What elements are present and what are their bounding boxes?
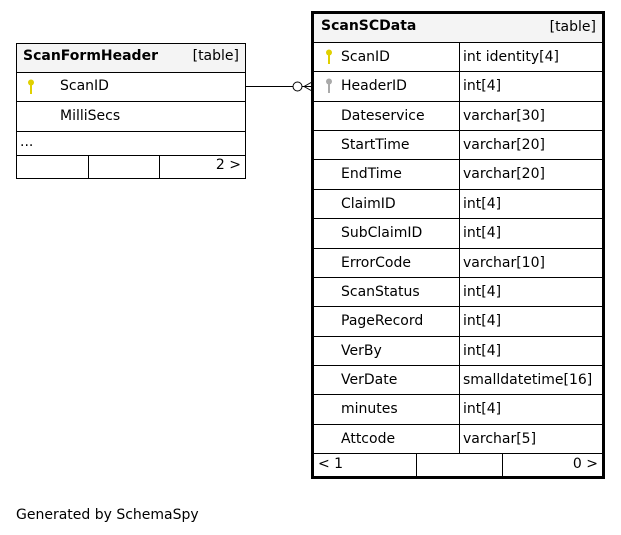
column-type: varchar[20]: [463, 166, 545, 183]
column-name: SubClaimID: [341, 225, 423, 242]
primary-key-icon: [28, 79, 34, 94]
column-name: ErrorCode: [341, 254, 411, 271]
column-row[interactable]: MilliSecs: [17, 101, 245, 131]
column-row[interactable]: SubClaimID int[4]: [314, 218, 602, 248]
column-name: Attcode: [341, 430, 396, 447]
column-row[interactable]: VerDate smalldatetime[16]: [314, 364, 602, 395]
parents-count[interactable]: < 1: [318, 456, 344, 472]
column-row[interactable]: minutes int[4]: [314, 394, 602, 424]
column-row[interactable]: HeaderID int[4]: [314, 71, 602, 101]
column-name: ScanID: [60, 78, 109, 94]
table-header: ScanFormHeader [table]: [17, 44, 245, 72]
column-type: int[4]: [463, 342, 502, 359]
foreign-key-icon: [326, 78, 332, 94]
column-name: StartTime: [341, 137, 410, 154]
table-type: [table]: [192, 48, 239, 64]
table-scanscdata[interactable]: ScanSCData [table] ScanID int identity[4]…: [311, 11, 605, 479]
children-count[interactable]: 2 >: [215, 157, 241, 173]
children-count[interactable]: 0 >: [572, 456, 598, 472]
table-header: ScanSCData [table]: [314, 14, 602, 42]
more-columns: ...: [17, 131, 245, 155]
column-row[interactable]: ErrorCode varchar[10]: [314, 247, 602, 277]
table-type: [table]: [549, 19, 596, 35]
table-footer: < 1 0 >: [314, 453, 602, 476]
column-type: int identity[4]: [463, 49, 559, 65]
column-name: ClaimID: [341, 195, 396, 212]
primary-key-icon: [326, 49, 332, 64]
column-name: ScanID: [341, 49, 390, 65]
column-name: MilliSecs: [60, 108, 121, 124]
column-row[interactable]: StartTime varchar[20]: [314, 130, 602, 160]
column-name: Dateservice: [341, 107, 425, 124]
column-name: minutes: [341, 401, 398, 418]
column-name: HeaderID: [341, 78, 407, 95]
column-type: smalldatetime[16]: [463, 371, 593, 388]
column-type: int[4]: [463, 313, 502, 330]
column-type: int[4]: [463, 283, 502, 300]
column-type: varchar[20]: [463, 137, 545, 154]
table-name: ScanFormHeader: [23, 48, 158, 64]
column-row[interactable]: Dateservice varchar[30]: [314, 100, 602, 131]
table-name: ScanSCData: [321, 18, 417, 34]
column-row[interactable]: EndTime varchar[20]: [314, 159, 602, 189]
column-type: int[4]: [463, 78, 502, 95]
column-type: varchar[10]: [463, 254, 545, 271]
column-name: PageRecord: [341, 313, 424, 330]
column-row[interactable]: Attcode varchar[5]: [314, 423, 602, 454]
column-row[interactable]: ClaimID int[4]: [314, 188, 602, 219]
column-row[interactable]: ScanID: [17, 72, 245, 101]
column-row[interactable]: ScanID int identity[4]: [314, 42, 602, 72]
table-footer: 2 >: [17, 155, 245, 178]
column-name: VerDate: [341, 371, 398, 388]
table-scanformheader[interactable]: ScanFormHeader [table] ScanID MilliSecs …: [16, 43, 246, 179]
column-name: ScanStatus: [341, 283, 420, 300]
column-name: VerBy: [341, 342, 382, 359]
ellipsis: ...: [20, 134, 34, 150]
column-name: EndTime: [341, 166, 402, 183]
column-row[interactable]: PageRecord int[4]: [314, 306, 602, 336]
column-type: varchar[5]: [463, 430, 537, 447]
column-type: varchar[30]: [463, 107, 545, 124]
column-type: int[4]: [463, 225, 502, 242]
column-row[interactable]: VerBy int[4]: [314, 335, 602, 365]
generated-by-label: Generated by SchemaSpy: [16, 507, 199, 523]
column-type: int[4]: [463, 401, 502, 418]
column-row[interactable]: ScanStatus int[4]: [314, 276, 602, 307]
relationship-connector: [245, 81, 313, 92]
column-type: int[4]: [463, 195, 502, 212]
